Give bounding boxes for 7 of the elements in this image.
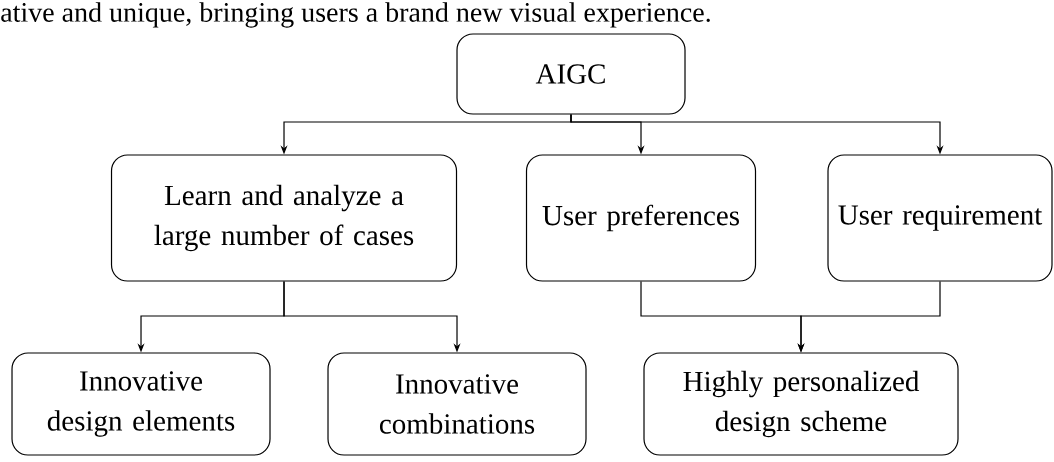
process-box: AIGC	[456, 33, 686, 115]
process-box: Learn and analyze a large number of cases	[110, 154, 458, 282]
process-box: Innovative design elements	[11, 352, 271, 456]
process-box: Innovative combinations	[327, 352, 587, 456]
process-box: Highly personalized design scheme	[643, 352, 959, 456]
process-box: User preferences	[525, 154, 757, 282]
process-box: User requirement	[827, 154, 1053, 282]
